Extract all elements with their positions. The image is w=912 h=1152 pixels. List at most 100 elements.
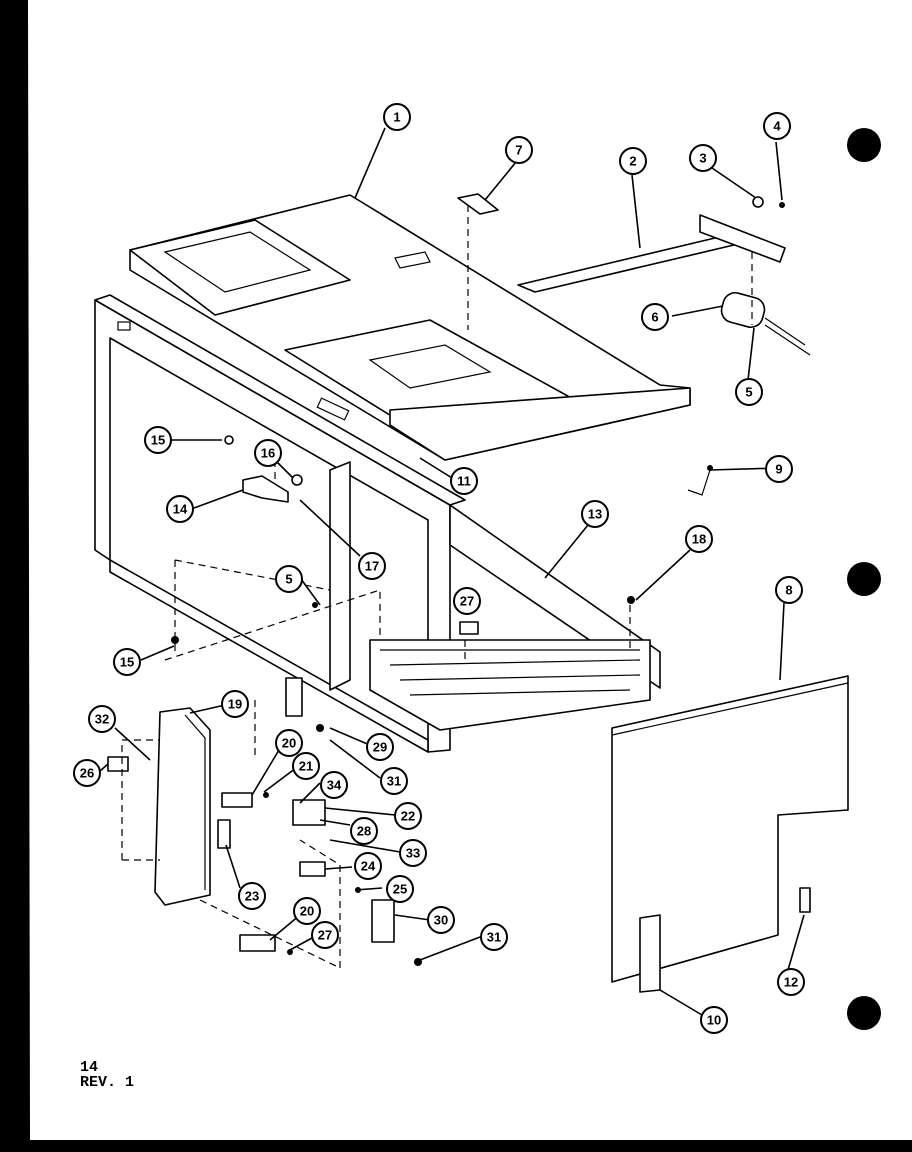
callout-number: 18 [692,532,706,547]
callout-29: 29 [366,733,394,761]
callout-number: 20 [282,736,296,751]
callout-number: 1 [393,110,400,125]
callout-circle [619,147,647,175]
callout-circle [275,565,303,593]
callout-circle [777,968,805,996]
callout-number: 29 [373,740,387,755]
callout-circle [641,303,669,331]
callout-number: 13 [588,507,602,522]
binder-hole-top [847,128,881,162]
callout-circle [144,426,172,454]
callout-number: 27 [318,928,332,943]
callout-number: 34 [327,778,342,793]
callout-21: 21 [292,752,320,780]
callout-1: 1 [383,103,411,131]
callout-6: 6 [641,303,669,331]
divider-17 [329,461,351,691]
screws [171,196,785,966]
strip-2 [517,214,786,293]
clip-12 [799,887,811,913]
callout-number: 15 [151,433,165,448]
callout-20: 20 [293,897,321,925]
callout-22: 22 [394,802,422,830]
callout-31: 31 [380,767,408,795]
callout-number: 5 [745,385,752,400]
callout-circle [763,112,791,140]
callout-circle [238,882,266,910]
callout-circle [394,802,422,830]
callout-circle [88,705,116,733]
callout-28: 28 [350,817,378,845]
bracket-14 [242,475,289,503]
callout-15: 15 [113,648,141,676]
callout-18: 18 [685,525,713,553]
callout-2: 2 [619,147,647,175]
top-panel-1 [129,194,691,461]
callout-circle [292,752,320,780]
callout-3: 3 [689,144,717,172]
callout-12: 12 [777,968,805,996]
callout-circle [221,690,249,718]
callout-circle [427,906,455,934]
callout-circle [689,144,717,172]
callout-26: 26 [73,759,101,787]
small-components [107,621,479,952]
callout-number: 31 [487,930,501,945]
callout-circle [293,897,321,925]
callout-circle [480,923,508,951]
callout-10: 10 [700,1006,728,1034]
callout-circle [399,839,427,867]
callout-number: 32 [95,712,109,727]
callout-number: 17 [365,559,379,574]
callout-number: 19 [228,697,242,712]
callout-34: 34 [320,771,348,799]
callout-circle [366,733,394,761]
callout-number: 33 [406,846,420,861]
leader-lines [99,127,805,1016]
callout-circle [685,525,713,553]
callout-5: 5 [275,565,303,593]
callout-15: 15 [144,426,172,454]
callout-circle [73,759,101,787]
callout-number: 16 [261,446,275,461]
callout-14: 14 [166,495,194,523]
callout-5: 5 [735,378,763,406]
callout-27: 27 [311,921,339,949]
callout-circle [358,552,386,580]
callout-circle [735,378,763,406]
callout-number: 21 [299,759,313,774]
callout-circle [380,767,408,795]
binder-hole-bottom [847,996,881,1030]
callout-number: 11 [457,474,471,489]
capacitor-6 [720,291,811,356]
callout-16: 16 [254,439,282,467]
assembly-lines [121,205,753,969]
callout-circle [254,439,282,467]
hook-9 [687,469,711,496]
callout-30: 30 [427,906,455,934]
callout-number: 28 [357,824,371,839]
tab-10 [639,914,661,993]
callout-8: 8 [775,576,803,604]
callout-20: 20 [275,729,303,757]
callout-number: 20 [300,904,314,919]
callout-23: 23 [238,882,266,910]
callout-13: 13 [581,500,609,528]
page-number: 14 [80,1059,99,1076]
revision-label: REV. 1 [80,1074,135,1091]
callout-17: 17 [358,552,386,580]
callout-circle [765,455,793,483]
callout-number: 8 [785,583,792,598]
callout-24: 24 [354,852,382,880]
callout-circle [354,852,382,880]
callout-number: 24 [361,859,376,874]
callout-circle [311,921,339,949]
callout-number: 4 [773,119,781,134]
switch-plate-19 [154,707,211,906]
callout-number: 25 [393,882,407,897]
callout-33: 33 [399,839,427,867]
callout-circle [453,587,481,615]
callout-7: 7 [505,136,533,164]
